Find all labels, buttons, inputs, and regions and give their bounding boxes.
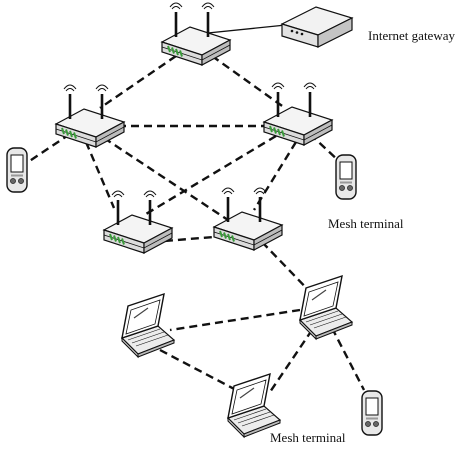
mesh-terminal-label-bottom: Mesh terminal bbox=[270, 430, 346, 445]
laptop-left bbox=[121, 293, 175, 358]
link-laptop-left-laptop-bottom bbox=[159, 348, 241, 394]
internet-gateway-device bbox=[280, 6, 354, 48]
phone-bottom bbox=[361, 390, 383, 436]
laptop-right bbox=[299, 275, 353, 340]
link-router-left-router-mid-right bbox=[103, 136, 229, 222]
router-left bbox=[54, 83, 126, 149]
link-router-right-router-mid-left bbox=[145, 134, 277, 216]
internet-gateway-label: Internet gateway bbox=[368, 28, 455, 43]
router-right bbox=[262, 81, 334, 147]
phone-right bbox=[335, 154, 357, 200]
link-laptop-right-phone-bottom bbox=[330, 327, 366, 391]
phone-left bbox=[6, 147, 28, 193]
link-router-top-router-right bbox=[211, 55, 286, 109]
link-router-left-phone-left bbox=[27, 133, 71, 163]
link-laptop-right-laptop-left bbox=[169, 308, 301, 332]
link-router-left-router-mid-left bbox=[84, 141, 116, 209]
link-router-top-to-gateway bbox=[197, 24, 287, 35]
router-top bbox=[160, 1, 232, 67]
link-laptop-right-laptop-bottom bbox=[269, 329, 313, 393]
mesh-terminal-label-right: Mesh terminal bbox=[328, 216, 404, 231]
laptop-bottom bbox=[227, 373, 281, 438]
link-router-top-router-left bbox=[99, 55, 177, 109]
router-mid-left bbox=[102, 189, 174, 255]
router-mid-right bbox=[212, 186, 284, 252]
